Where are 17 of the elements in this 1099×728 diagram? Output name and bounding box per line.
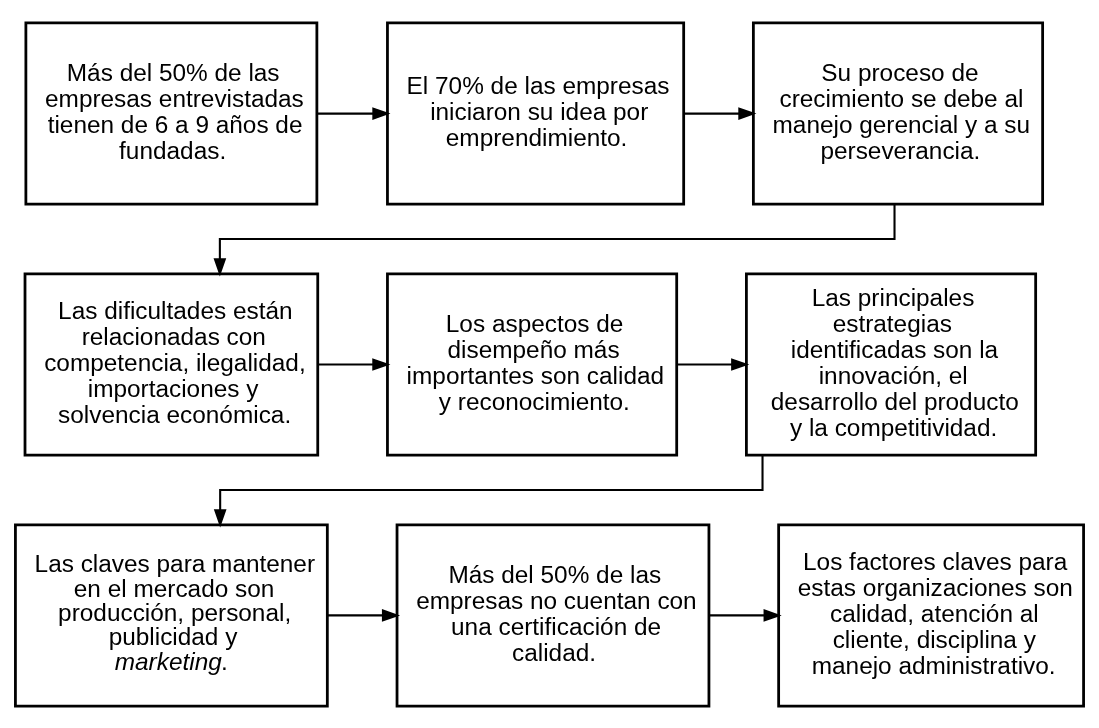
arrow [316,106,391,120]
node-box: Las principales estrategias identificadas son la innovación, el desarrollo del producto y la competitividad. [745,272,1038,456]
arrow [677,357,750,371]
node-box: El 70% de las empresas iniciaron su idea por emprendimiento. [386,21,686,206]
arrow [684,106,757,120]
arrow [213,204,896,276]
node-box: Las dificultades están relacionadas con competencia, ilegalidad, importaciones y solvencia económica. [23,272,320,456]
arrow [318,357,391,371]
node-box: Su proceso de crecimiento se debe al manejo gerencial y a su perseverancia. [751,21,1045,206]
node-box: Más del 50% de las empresas entrevistadas tienen de 6 a 9 años de fundadas. [24,21,319,206]
node-box: Los factores claves para estas organizaciones son calidad, atención al cliente, disciplina y manejo administrativo. [777,522,1085,707]
arrow [213,455,764,527]
arrow [327,608,401,622]
node-box: Los aspectos de disempeño más importantes son calidad y reconocimiento. [386,272,679,456]
arrow [708,608,782,622]
node-box: Más del 50% de las empresas no cuentan con una certificación de calidad. [395,522,711,707]
node-box: Las claves para mantener en el mercado son producción, personal, publicidad y marketing. [14,522,329,707]
